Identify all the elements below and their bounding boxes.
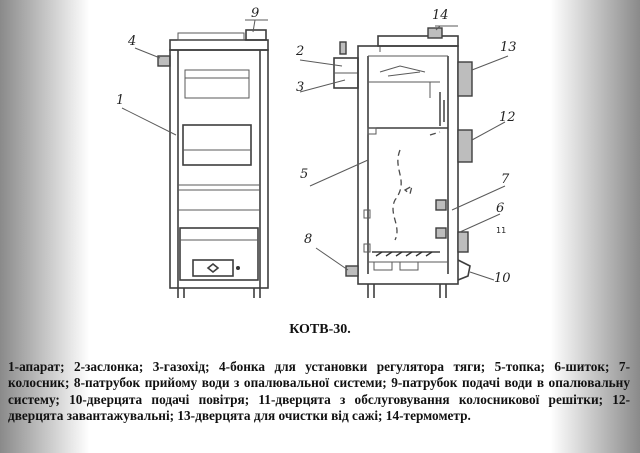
callout-9: 9 xyxy=(251,6,259,21)
callout-6: 6 xyxy=(496,201,504,216)
callout-3: 3 xyxy=(296,80,304,95)
boiler-drawing: 4 9 1 xyxy=(116,6,517,298)
legend-text: 1-апарат; 2-заслонка; 3-газохід; 4-бонка… xyxy=(8,359,630,424)
callout-11: 11 xyxy=(496,226,506,235)
section-view: 14 2 13 3 12 5 7 6 11 8 10 xyxy=(295,8,517,298)
callout-14: 14 xyxy=(432,8,449,23)
callout-13: 13 xyxy=(500,40,517,55)
callout-1: 1 xyxy=(116,93,124,108)
callout-10: 10 xyxy=(494,271,511,286)
callout-4: 4 xyxy=(127,34,136,49)
callout-2: 2 xyxy=(295,44,304,59)
callout-7: 7 xyxy=(501,172,510,187)
front-view: 4 9 1 xyxy=(116,6,269,298)
callout-8: 8 xyxy=(304,232,312,247)
figure-caption: КОТВ-30. xyxy=(289,322,351,337)
callout-5: 5 xyxy=(300,167,308,182)
callout-12: 12 xyxy=(499,110,516,125)
